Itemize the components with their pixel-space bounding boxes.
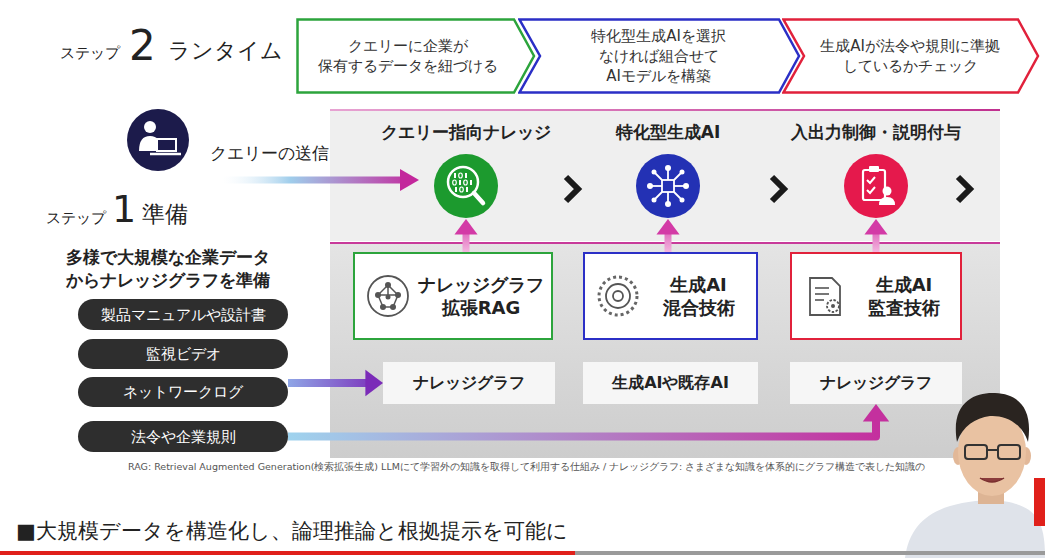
data-source-pill: 製品マニュアルや設計書 bbox=[78, 299, 288, 330]
base-box: ナレッジグラフ bbox=[790, 362, 962, 404]
pill-text: 製品マニュアルや設計書 bbox=[101, 306, 266, 324]
chevron-outline bbox=[782, 18, 1040, 94]
presenter-video bbox=[905, 393, 1045, 558]
function-node: 特化型生成AI bbox=[558, 121, 778, 219]
base-text: 生成AIや既存AI bbox=[612, 373, 729, 392]
base-text: ナレッジグラフ bbox=[820, 373, 932, 392]
technology-icon bbox=[365, 273, 411, 319]
step-number: 1 bbox=[112, 188, 136, 232]
chevron-shape bbox=[298, 20, 535, 93]
function-title: クエリー指向ナレッジ bbox=[381, 121, 551, 143]
function-title: 特化型生成AI bbox=[616, 121, 720, 143]
base-text: ナレッジグラフ bbox=[413, 373, 525, 392]
arrow-head bbox=[656, 219, 679, 234]
pill-text: 監視ビデオ bbox=[146, 345, 221, 363]
arrow-head bbox=[863, 404, 889, 422]
connector-line bbox=[288, 379, 368, 387]
step-chevron: クエリーに企業が 保有するデータを紐づける bbox=[296, 18, 536, 94]
technology-box: 生成AI 監査技術 bbox=[790, 252, 962, 340]
step-chevron: 特化型生成AIを選択 なければ組合せて AIモデルを構築 bbox=[518, 18, 801, 94]
connector bbox=[656, 219, 679, 252]
data-source-pill: 法令や企業規則 bbox=[78, 421, 288, 452]
connector-line bbox=[873, 232, 880, 252]
lower-panel bbox=[330, 244, 1000, 458]
subtitle-caption: ■大規模データを構造化し、論理推論と根拠提示を可能に bbox=[16, 519, 568, 544]
section-heading: 多様で大規模な企業データ からナレッジグラフを準備 bbox=[66, 246, 298, 292]
arrow-head bbox=[454, 219, 477, 234]
connector bbox=[864, 219, 887, 252]
base-box: ナレッジグラフ bbox=[383, 362, 555, 404]
step-heading: ランタイム bbox=[168, 38, 283, 63]
technology-text: 生成AI 監査技術 bbox=[854, 273, 954, 320]
connector-line bbox=[463, 232, 470, 252]
connector-line bbox=[665, 232, 672, 252]
query-arrow bbox=[222, 169, 419, 191]
arrow-head bbox=[365, 370, 383, 396]
function-icon bbox=[843, 153, 909, 219]
footnote: RAG: Retrieval Augmented Generation(検索拡張… bbox=[128, 462, 925, 473]
technology-text: ナレッジグラフ 拡張RAG bbox=[415, 273, 547, 320]
step-word: ステップ bbox=[60, 45, 120, 62]
technology-box: 生成AI 混合技術 bbox=[583, 252, 758, 340]
connector bbox=[288, 370, 383, 396]
pill-text: ネットワークログ bbox=[123, 383, 243, 401]
function-title: 入出力制御・説明付与 bbox=[791, 121, 961, 143]
data-source-pill: 監視ビデオ bbox=[78, 339, 288, 369]
step-number: 2 bbox=[129, 22, 156, 70]
step-text: 特化型生成AIを選択 なければ組合せて AIモデルを構築 bbox=[576, 26, 741, 87]
function-node: クエリー指向ナレッジ bbox=[356, 121, 576, 219]
connector bbox=[454, 219, 477, 252]
technology-icon bbox=[802, 273, 848, 319]
progress-track bbox=[575, 551, 1045, 555]
data-source-pill: ネットワークログ bbox=[78, 377, 288, 407]
step-text: クエリーに企業が 保有するデータを紐づける bbox=[311, 36, 506, 77]
step-chevron: 生成AIが法令や規則に準拠 しているかチェック bbox=[782, 18, 1040, 94]
flow-chevrons bbox=[566, 177, 970, 201]
arrow-label: クエリーの送信 bbox=[210, 144, 329, 164]
connector-line bbox=[288, 419, 876, 437]
connector bbox=[288, 404, 889, 437]
step-word: ステップ bbox=[46, 210, 106, 227]
user-icon bbox=[127, 109, 189, 171]
progress-bar bbox=[0, 551, 575, 555]
function-icon bbox=[635, 153, 701, 219]
base-box: 生成AIや既存AI bbox=[583, 362, 758, 404]
chevron-outline bbox=[296, 18, 536, 94]
technology-icon bbox=[595, 273, 641, 319]
upper-panel bbox=[330, 110, 1000, 241]
function-icon bbox=[433, 153, 499, 219]
technology-box: ナレッジグラフ 拡張RAG bbox=[353, 252, 553, 340]
function-node: 入出力制御・説明付与 bbox=[766, 121, 986, 219]
pill-text: 法令や企業規則 bbox=[131, 428, 236, 446]
chevron-shape bbox=[520, 20, 800, 93]
channel-tab bbox=[1034, 478, 1045, 526]
panel-line bbox=[330, 109, 1000, 111]
technology-text: 生成AI 混合技術 bbox=[649, 273, 749, 320]
arrow-head bbox=[864, 219, 887, 234]
chevron-shape bbox=[784, 20, 1039, 93]
step-text: 生成AIが法令や規則に準拠 しているかチェック bbox=[808, 36, 1013, 77]
step-heading: 準備 bbox=[142, 201, 188, 227]
